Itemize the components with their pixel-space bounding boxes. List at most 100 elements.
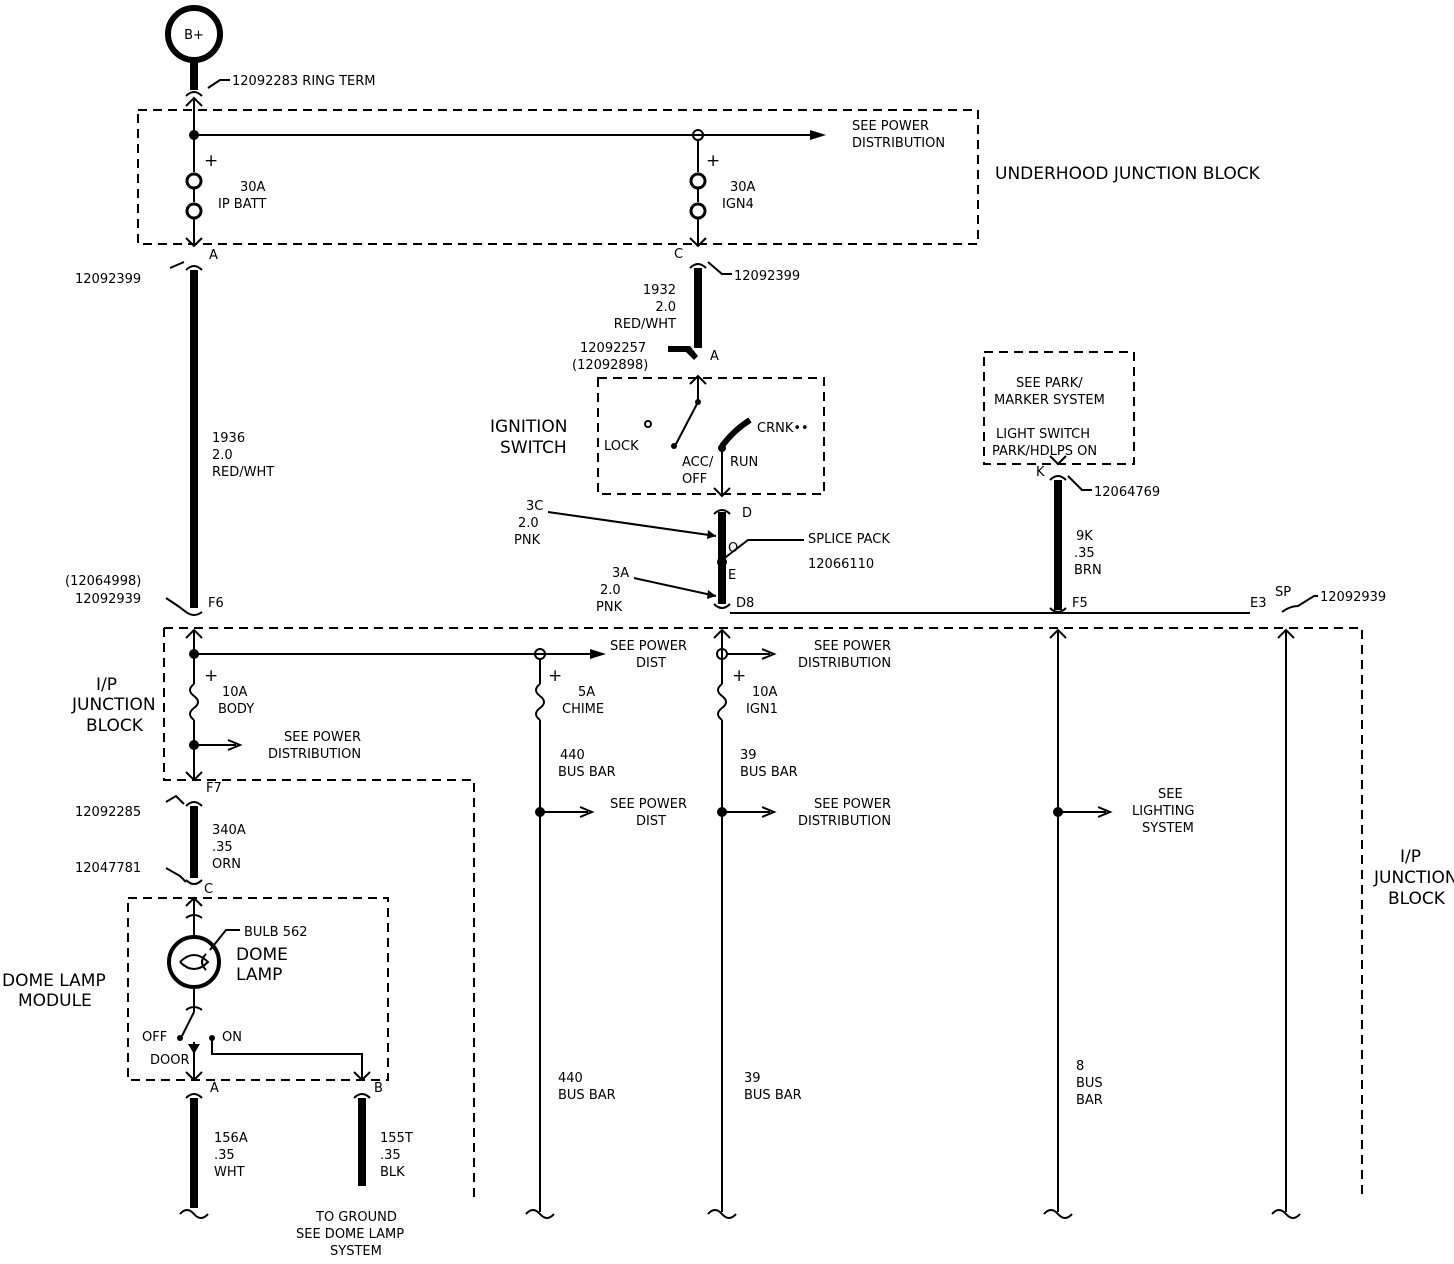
conn-12092939-left: 12092939 [75, 592, 141, 607]
bus39-label: BUS BAR [740, 765, 798, 780]
break-tilde-icon [1043, 1209, 1073, 1219]
wire-340a-circuit: 340A [212, 823, 246, 838]
ignition-title-2: SWITCH [500, 438, 567, 458]
wire-1932-circuit: 1932 [643, 283, 676, 298]
break-tilde-icon [707, 1209, 737, 1219]
fuse-chime-name: CHIME [562, 702, 604, 717]
pin-e3: E3 [1250, 596, 1267, 611]
wire-340a: 12092285 340A .35 ORN 12047781 C [75, 794, 246, 897]
underhood-junction-block: UNDERHOOD JUNCTION BLOCK SEE POWER DISTR… [137, 96, 1261, 248]
fuse-ign4-rating: 30A [730, 180, 756, 195]
wire-1936: A 12092399 1936 2.0 RED/WHT (12064998) 1… [65, 248, 274, 616]
bus440-label: BUS BAR [558, 765, 616, 780]
sp-label: SP [1275, 585, 1291, 600]
fuse-body-plus: + [204, 666, 218, 686]
wire-1932: C 12092399 1932 2.0 RED/WHT 12092257 (12… [572, 247, 800, 373]
see-power-dist-1a: SEE POWER [852, 119, 929, 134]
wire-9k-circuit: 9K [1076, 529, 1093, 544]
park-marker-box: SEE PARK/ MARKER SYSTEM LIGHT SWITCH PAR… [983, 351, 1160, 613]
splice-pin-d: D [742, 506, 752, 521]
bus440-num: 440 [560, 748, 585, 763]
switch-off: OFF [682, 472, 707, 487]
ignition-switch: IGNITION SWITCH LOCK CRNK•• ACC/ OFF RUN [490, 374, 825, 498]
fuse-plus-2: + [706, 151, 720, 171]
pin-c-dome: C [204, 882, 213, 897]
w3c-circuit: 3C [526, 499, 543, 514]
bus440-bottom-num: 440 [558, 1071, 583, 1086]
park-pin-k: K [1036, 465, 1045, 480]
conn-12064998: (12064998) [65, 574, 141, 589]
w3c-color: PNK [514, 533, 541, 548]
pin-a-ign: A [710, 349, 719, 364]
fuse-chime-rating: 5A [578, 685, 595, 700]
ign1-see-power2-a: SEE POWER [814, 797, 891, 812]
pin-f7: F7 [206, 781, 222, 796]
switch-acc: ACC/ [682, 455, 714, 470]
switch-crnk: CRNK•• [757, 421, 809, 436]
sp-connector: E3 SP 12092939 [1250, 585, 1386, 613]
ground-line-3: SYSTEM [330, 1244, 382, 1259]
wire-9k-color: BRN [1074, 563, 1102, 578]
see-lighting-1: SEE [1158, 787, 1183, 802]
splice-pack-num: 12066110 [808, 557, 874, 572]
ground-line-1: TO GROUND [315, 1210, 397, 1225]
pin-f5: F5 [1072, 596, 1088, 611]
fuse-ipbatt-name: IP BATT [218, 197, 266, 212]
ground-line-2: SEE DOME LAMP [296, 1227, 404, 1242]
bus39-bottom-num: 39 [744, 1071, 761, 1086]
w3a-gauge: 2.0 [600, 583, 621, 598]
battery-terminal: B+ 12092283 RING TERM [165, 5, 376, 97]
body-see-power-b: DISTRIBUTION [268, 747, 361, 762]
see-power-dist-1b: DISTRIBUTION [852, 136, 945, 151]
conn-12092399-ign: 12092399 [734, 269, 800, 284]
ip-title-left-3: BLOCK [86, 716, 144, 736]
park-line-2: MARKER SYSTEM [994, 393, 1105, 408]
see-lighting-3: SYSTEM [1142, 821, 1194, 836]
dome-module-title-2: MODULE [18, 991, 92, 1011]
ip-see-power-1a: SEE POWER [610, 639, 687, 654]
fuse-ign1-plus: + [732, 666, 746, 686]
ip-title-right-2: JUNCTION [1373, 868, 1454, 888]
wire-1936-gauge: 2.0 [212, 448, 233, 463]
conn-12092898: (12092898) [572, 358, 648, 373]
w156a-gauge: .35 [214, 1148, 235, 1163]
conn-12064769: 12064769 [1094, 485, 1160, 500]
pin-a-left: A [209, 248, 218, 263]
ip-see-power-1b: DIST [636, 656, 666, 671]
switch-blade [675, 401, 699, 445]
ip-title-right-3: BLOCK [1388, 889, 1446, 909]
w3c-gauge: 2.0 [518, 516, 539, 531]
chime-see-power-b: DIST [636, 814, 666, 829]
splice-pin-o: O [728, 541, 738, 556]
fuse-body-name: BODY [218, 702, 254, 717]
bus8-bar: BAR [1076, 1093, 1103, 1108]
bus8-num: 8 [1076, 1059, 1084, 1074]
wire-9k-gauge: .35 [1074, 546, 1095, 561]
wire-1936-color: RED/WHT [212, 465, 274, 480]
w155t-gauge: .35 [380, 1148, 401, 1163]
fuse-chime-icon [535, 683, 545, 721]
bulb-icon [167, 935, 221, 989]
underhood-title: UNDERHOOD JUNCTION BLOCK [995, 164, 1261, 184]
dome-lamp-2: LAMP [236, 965, 282, 985]
chime-see-power-a: SEE POWER [610, 797, 687, 812]
break-tilde-icon [179, 1209, 209, 1219]
ip-title-left-2: JUNCTION [71, 695, 156, 715]
door-switch-blade [181, 1011, 195, 1037]
bus39-num: 39 [740, 748, 757, 763]
bulb-label: BULB 562 [244, 925, 308, 940]
ign1-see-power-b: DISTRIBUTION [798, 656, 891, 671]
fuse-plus-1: + [204, 151, 218, 171]
ip-title-right-1: I/P [1400, 847, 1421, 867]
w3a-circuit: 3A [612, 566, 629, 581]
switch-run: RUN [730, 455, 758, 470]
w156a-circuit: 156A [214, 1131, 248, 1146]
fuse-ign1-name: IGN1 [746, 702, 778, 717]
door-on: ON [222, 1030, 242, 1045]
ip-junction-block: I/P JUNCTION BLOCK I/P JUNCTION BLOCK SE… [71, 627, 1454, 1212]
ign1-see-power-a: SEE POWER [814, 639, 891, 654]
bus39-bottom-label: BUS BAR [744, 1088, 802, 1103]
bus440-bottom-label: BUS BAR [558, 1088, 616, 1103]
body-see-power-a: SEE POWER [284, 730, 361, 745]
fuse-ipbatt-icon [185, 172, 203, 190]
